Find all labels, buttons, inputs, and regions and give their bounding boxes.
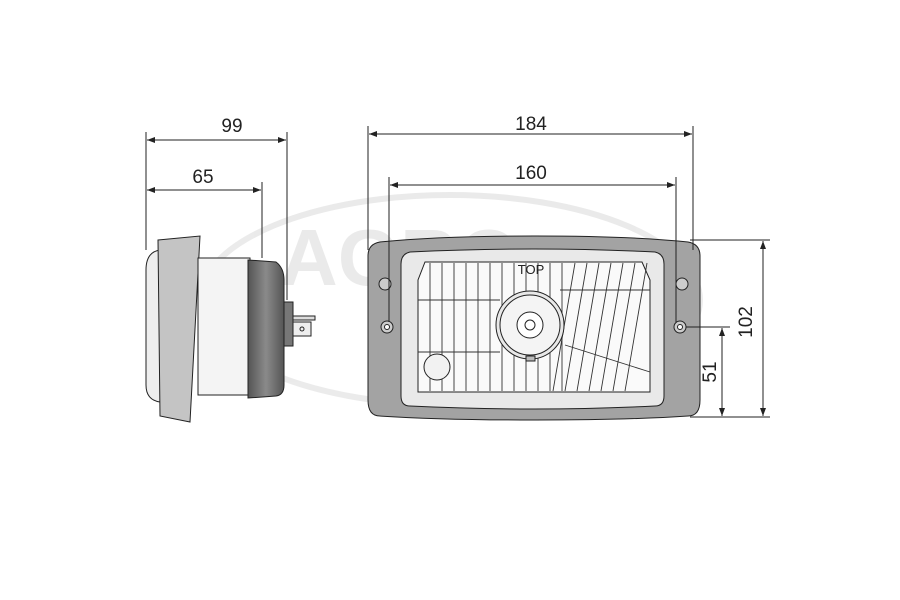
screw-icon: [675, 277, 689, 291]
grid-line: [600, 262, 624, 392]
dim-184: 184: [515, 114, 547, 135]
grid-line: [576, 262, 600, 392]
dim-102: 102: [736, 306, 757, 338]
grid-line: [564, 344, 651, 373]
screw-icon: [378, 277, 392, 291]
dimension-lines: [145, 126, 770, 418]
dim-99: 99: [221, 116, 242, 137]
grid-line: [564, 262, 588, 392]
front-view: [367, 235, 701, 421]
dim-160: 160: [515, 163, 547, 184]
grid-line: [588, 262, 612, 392]
lens-top-label: TOP: [518, 262, 545, 277]
grid-line: [612, 262, 636, 392]
grid-line: [624, 262, 648, 392]
side-view: [145, 235, 316, 423]
dim-65: 65: [192, 167, 213, 188]
dim-51: 51: [700, 361, 721, 382]
